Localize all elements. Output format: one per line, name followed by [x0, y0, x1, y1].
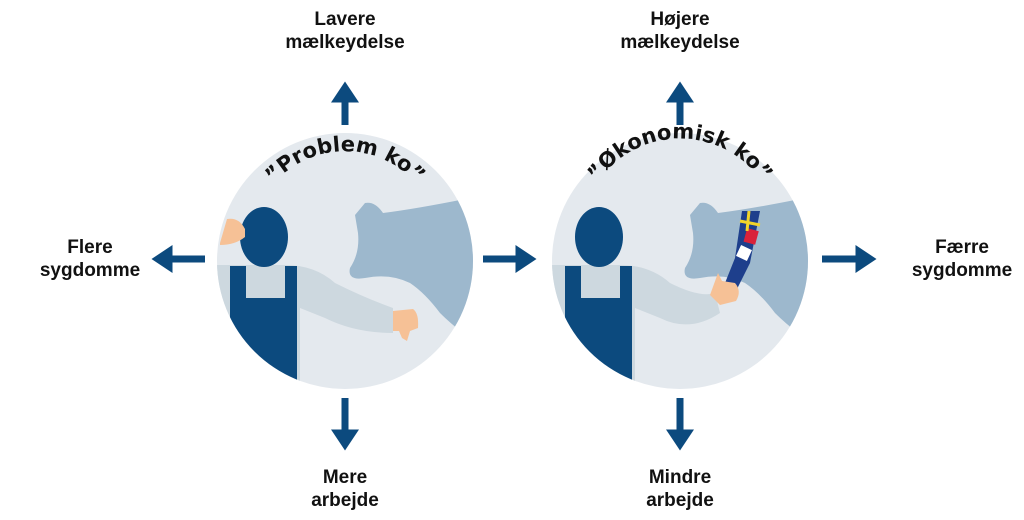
label-line: Færre	[935, 237, 989, 258]
head	[240, 207, 288, 267]
label-line: mælkeydelse	[285, 32, 405, 53]
label-line: mælkeydelse	[620, 32, 740, 53]
cow-silhouette	[349, 199, 473, 383]
label-line: Højere	[650, 9, 710, 30]
label-line: sygdomme	[39, 260, 141, 281]
label-line: arbejde	[311, 490, 379, 511]
label-line: Mindre	[648, 467, 712, 488]
label-line: arbejde	[646, 490, 714, 511]
label-line: Flere	[67, 237, 113, 258]
label-line: Mere	[322, 467, 368, 488]
hand-holding-scarf	[710, 273, 739, 305]
label-line: Lavere	[314, 9, 376, 30]
problem-cow-illustration: ”Problem ko”	[217, 132, 473, 389]
cow-silhouette	[684, 199, 808, 383]
label-line: sygdomme	[911, 260, 1013, 281]
economic-cow-illustration: ”Økonomisk ko”	[552, 119, 808, 389]
head	[575, 207, 623, 267]
thumbs-down-hand	[393, 309, 419, 341]
hand-scratching-head	[220, 218, 245, 245]
